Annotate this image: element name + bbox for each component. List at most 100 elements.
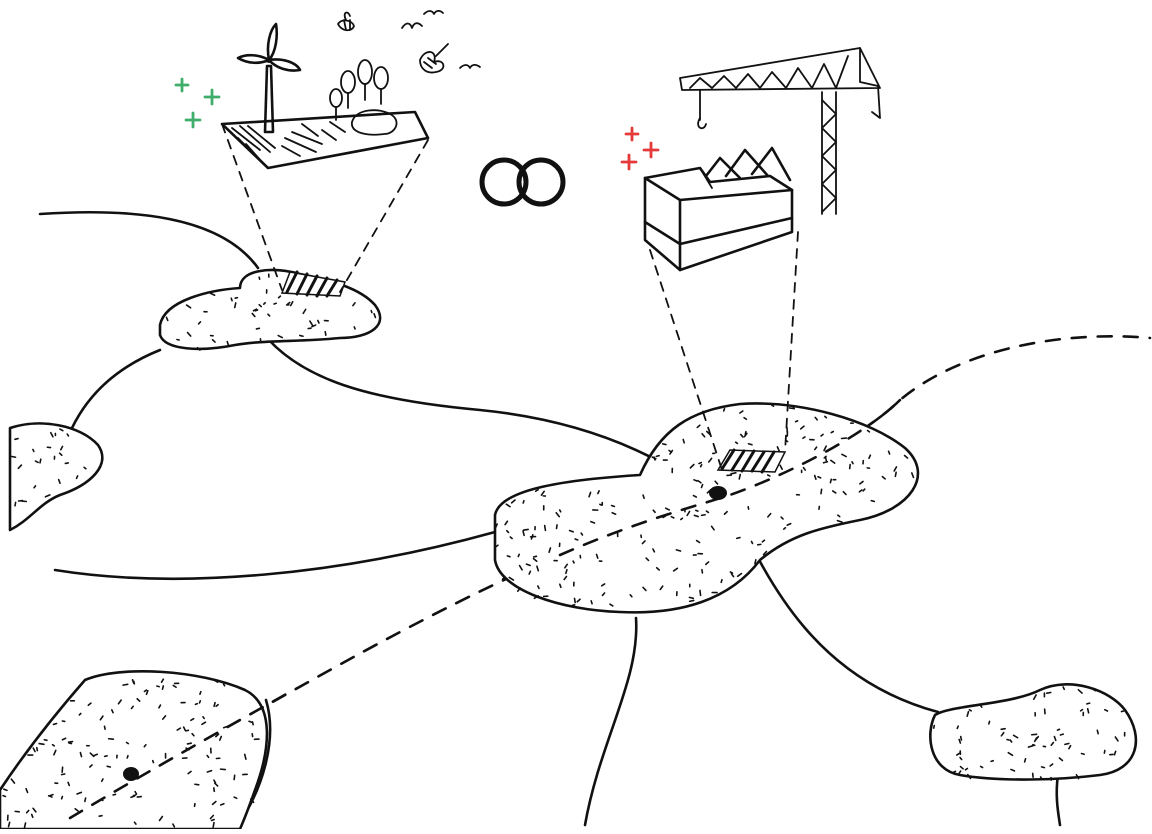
stipple-mark: [234, 797, 237, 798]
red-plus-signs: [622, 128, 658, 169]
stipple-mark: [748, 444, 752, 445]
stipple-mark: [895, 472, 896, 476]
stipple-mark: [62, 774, 65, 775]
rural-vignette: [176, 11, 480, 168]
stipple-mark: [85, 798, 86, 801]
stipple-mark: [235, 298, 237, 299]
stipple-mark: [1125, 763, 1126, 765]
road-bottom-right-stub: [1057, 775, 1060, 825]
stipple-mark: [123, 684, 128, 685]
stipple-mark: [545, 526, 546, 531]
stipple-mark: [113, 794, 115, 795]
stipple-mark: [560, 584, 561, 587]
road-city-to-south: [585, 618, 636, 825]
stipple-mark: [325, 332, 326, 335]
stipple-mark: [825, 416, 827, 417]
stipple-mark: [721, 580, 722, 583]
hatched-parcel-upper: [282, 272, 345, 296]
stipple-mark: [274, 303, 276, 304]
stipple-mark: [699, 463, 701, 464]
stipple-mark: [77, 476, 78, 478]
stipple-mark: [844, 418, 847, 419]
stipple-mark: [643, 495, 644, 498]
stipple-mark: [1081, 710, 1083, 711]
stipple-mark: [53, 724, 56, 725]
stipple-mark: [44, 740, 47, 741]
road-left-to-city: [55, 532, 495, 579]
stipple-mark: [1010, 740, 1011, 742]
town-blob-lower-left: [0, 671, 267, 829]
stipple-mark: [68, 782, 69, 785]
stipple-mark: [953, 771, 956, 772]
stipple-mark: [560, 510, 561, 512]
stipple-mark: [214, 703, 215, 707]
stipple-mark: [818, 477, 821, 478]
stipple-mark: [40, 459, 41, 463]
stipple-mark: [598, 491, 599, 494]
stipple-mark: [591, 601, 592, 604]
stipple-mark: [1097, 730, 1098, 733]
stipple-mark: [701, 465, 702, 467]
stipple-mark: [534, 556, 537, 557]
stipple-mark: [663, 444, 666, 445]
stipple-mark: [234, 775, 235, 779]
stipple-mark: [69, 742, 73, 743]
stipple-mark: [9, 822, 10, 826]
stipple-mark: [84, 467, 86, 468]
stipple-mark: [556, 525, 557, 529]
road-top-left: [40, 212, 258, 268]
stipple-mark: [702, 485, 703, 488]
stipple-mark: [871, 501, 874, 502]
stipple-mark: [62, 796, 63, 798]
stipple-mark: [15, 502, 16, 505]
butterfly-icon: [420, 44, 448, 73]
stipple-mark: [868, 430, 870, 431]
stipple-mark: [105, 756, 107, 757]
stipple-mark: [600, 504, 602, 505]
stipple-mark: [259, 277, 260, 279]
stipple-mark: [80, 753, 81, 757]
stipple-mark: [934, 726, 935, 729]
stipple-mark: [696, 510, 698, 511]
urban-vignette: [622, 48, 880, 270]
stipple-mark: [524, 529, 528, 530]
stipple-mark: [224, 684, 225, 686]
stipple-mark: [612, 506, 615, 507]
stipple-mark: [523, 531, 524, 535]
stipple-mark: [538, 586, 539, 588]
stipple-mark: [694, 515, 698, 516]
stipple-mark: [821, 489, 822, 493]
stipple-mark: [739, 475, 740, 479]
stipple-mark: [187, 743, 191, 744]
stipple-mark: [654, 457, 655, 460]
stipple-mark: [1025, 759, 1026, 762]
stipple-mark: [745, 432, 746, 435]
stipple-mark: [961, 737, 962, 740]
stipple-mark: [354, 327, 355, 329]
stipple-mark: [889, 451, 890, 454]
stipple-mark: [981, 766, 983, 767]
wind-turbine-icon: [238, 24, 300, 132]
stipple-mark: [318, 320, 319, 323]
stipple-mark: [127, 742, 129, 743]
stipple-mark: [1047, 692, 1051, 693]
stipple-mark: [768, 475, 770, 476]
stipple-mark: [755, 560, 756, 564]
stipple-mark: [25, 823, 26, 827]
stipple-mark: [3, 796, 5, 797]
stipple-mark: [1042, 767, 1045, 768]
stipple-mark: [235, 303, 236, 308]
stipple-mark: [213, 823, 214, 828]
stipple-mark: [700, 590, 701, 595]
stipple-mark: [581, 533, 582, 535]
stipple-mark: [1081, 754, 1084, 755]
stipple-mark: [796, 421, 798, 422]
stipple-mark: [724, 409, 725, 411]
stipple-mark: [830, 479, 831, 482]
stipple-mark: [575, 598, 576, 602]
stipple-mark: [518, 554, 519, 556]
stipple-mark: [200, 692, 201, 695]
stipple-mark: [957, 726, 958, 728]
stipple-mark: [186, 730, 189, 731]
